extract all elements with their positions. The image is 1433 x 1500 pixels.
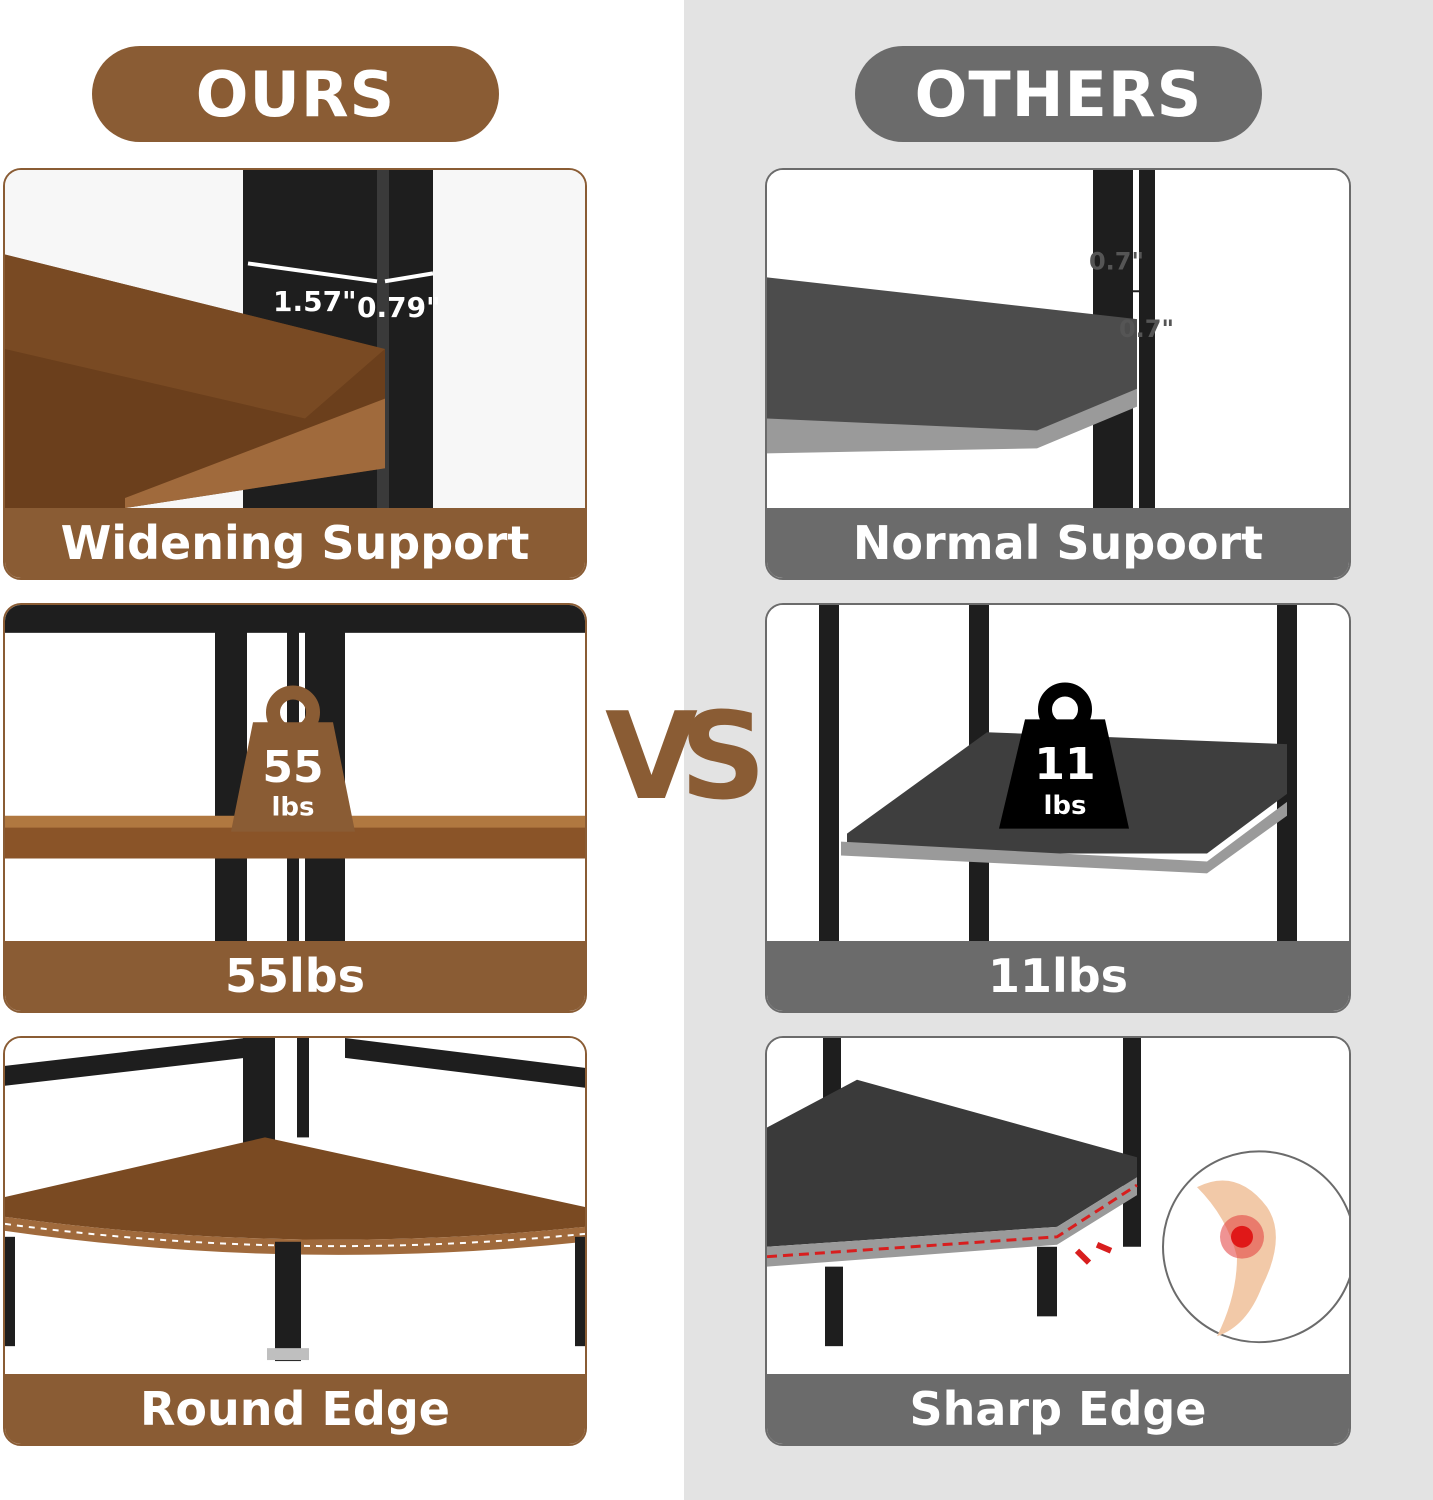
ours-weight-badge-unit: lbs — [272, 793, 315, 823]
others-weight-panel: 11 lbs 11lbs — [765, 603, 1351, 1013]
others-weight-caption: 11lbs — [767, 941, 1349, 1011]
ours-weight-badge-value: 55 — [262, 742, 323, 793]
ours-support-caption: Widening Support — [5, 508, 585, 578]
others-edge-caption: Sharp Edge — [767, 1374, 1349, 1444]
vs-label: VS — [605, 680, 776, 827]
ours-support-photo: 1.57" 0.79" — [5, 170, 585, 508]
ours-weight-photo: 55 lbs — [5, 605, 585, 941]
others-header: OTHERS — [855, 46, 1262, 142]
svg-text:VS: VS — [605, 688, 758, 820]
weight-icon: 55 lbs — [231, 685, 355, 832]
weight-icon: 11 lbs — [999, 682, 1129, 829]
ours-weight-panel: 55 lbs 55lbs — [3, 603, 587, 1013]
others-edge-photo — [767, 1038, 1349, 1374]
ours-support-panel: 1.57" 0.79" Widening Support — [3, 168, 587, 580]
others-support-photo: 0.7" 0.7" — [767, 170, 1349, 508]
ours-dim-depth: 0.79" — [357, 291, 441, 324]
ours-dim-width: 1.57" — [273, 285, 357, 318]
ours-header: OURS — [92, 46, 499, 142]
others-weight-badge-unit: lbs — [1044, 791, 1087, 821]
others-support-caption: Normal Supoort — [767, 508, 1349, 578]
others-weight-photo: 11 lbs — [767, 605, 1349, 941]
ours-edge-caption: Round Edge — [5, 1374, 585, 1444]
injured-leg-icon — [1162, 1150, 1349, 1344]
ours-edge-photo — [5, 1038, 585, 1374]
others-dim-top: 0.7" — [1089, 247, 1144, 275]
others-support-panel: 0.7" 0.7" Normal Supoort — [765, 168, 1351, 580]
others-weight-badge-value: 11 — [1034, 739, 1095, 790]
ours-weight-caption: 55lbs — [5, 941, 585, 1011]
ours-edge-panel: Round Edge — [3, 1036, 587, 1446]
others-dim-bottom: 0.7" — [1119, 315, 1174, 343]
others-edge-panel: Sharp Edge — [765, 1036, 1351, 1446]
